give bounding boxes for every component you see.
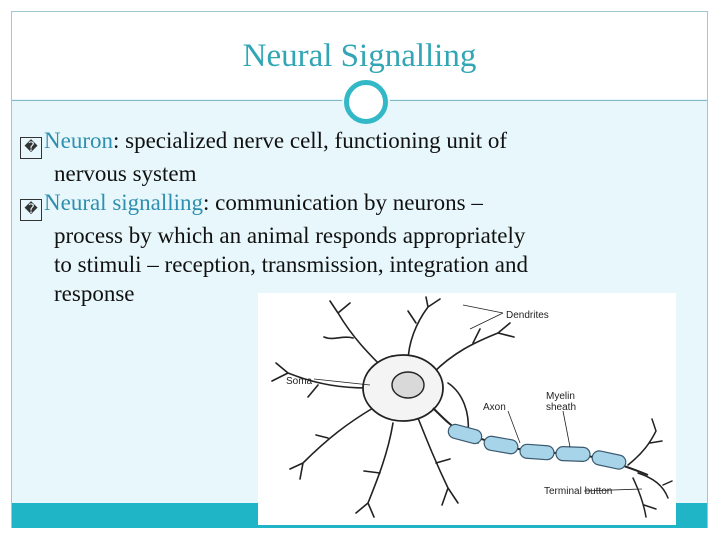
bullet-item-neural-signalling: �Neural signalling: communication by neu… xyxy=(20,188,680,308)
bullet-continuation: response xyxy=(54,281,135,306)
bullet-continuation: to stimuli – reception, transmission, in… xyxy=(54,252,528,277)
label-sheath: sheath xyxy=(546,402,576,413)
term-neural-signalling: Neural signalling xyxy=(44,190,204,215)
label-axon: Axon xyxy=(483,402,506,413)
neuron-illustration: Dendrites Soma Axon Myelin sheath Termin… xyxy=(271,296,673,518)
label-myelin: Myelin xyxy=(546,391,575,402)
label-dendrites: Dendrites xyxy=(506,310,549,321)
label-terminal-button: Terminal button xyxy=(544,486,612,497)
slide-body: �Neuron: specialized nerve cell, functio… xyxy=(20,126,680,308)
bullet-continuation: process by which an animal responds appr… xyxy=(54,223,526,248)
bullet-item-neuron: �Neuron: specialized nerve cell, functio… xyxy=(20,126,680,188)
term-neuron: Neuron xyxy=(44,128,113,153)
terminal-branches xyxy=(627,418,673,518)
neuron-diagram: Dendrites Soma Axon Myelin sheath Termin… xyxy=(258,293,676,525)
slide-title: Neural Signalling xyxy=(242,38,477,74)
myelin-segments xyxy=(447,423,627,470)
header-divider-right xyxy=(390,100,707,101)
bullet-marker-icon: � xyxy=(20,199,42,221)
bullet-continuation: nervous system xyxy=(54,161,197,186)
bullet-text: : specialized nerve cell, functioning un… xyxy=(112,128,508,153)
label-leader-lines xyxy=(313,304,643,492)
decorative-circle-icon xyxy=(344,80,388,124)
nucleus-shape xyxy=(391,371,425,399)
dendrite-branches xyxy=(271,296,515,518)
label-soma: Soma xyxy=(286,376,313,387)
bullet-marker-icon: � xyxy=(20,137,42,159)
bullet-text: : communication by neurons – xyxy=(203,190,483,215)
header-divider-left xyxy=(12,100,342,101)
